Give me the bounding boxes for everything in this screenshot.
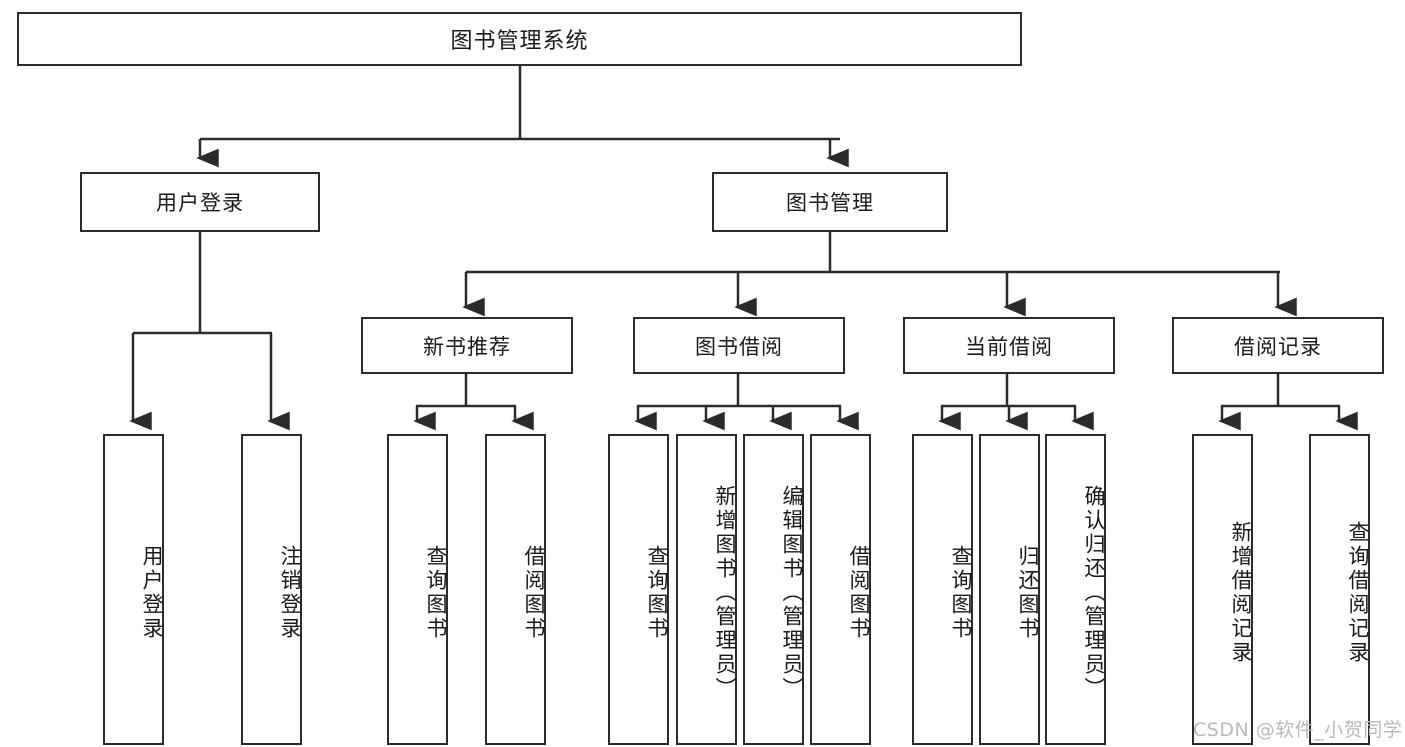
- leaf-user-login-signin[interactable]: 用户登录: [103, 434, 164, 745]
- leaf-user-login-signout[interactable]: 注销登录: [241, 434, 302, 745]
- leaf-borrow-record-add[interactable]: 新增借阅记录: [1192, 434, 1253, 745]
- node-label: 用户登录: [156, 191, 244, 215]
- leaf-current-borrow-return[interactable]: 归还图书: [979, 434, 1040, 745]
- node-label: 新书推荐: [423, 334, 511, 359]
- node-label: 确认归还（管理员）: [1082, 484, 1106, 701]
- watermark-text: CSDN @软件_小贺同学: [1193, 719, 1403, 741]
- node-label: 当前借阅: [965, 334, 1053, 359]
- node-label: 借阅记录: [1234, 334, 1322, 359]
- leaf-current-borrow-query[interactable]: 查询图书: [912, 434, 973, 745]
- node-label: 编辑图书（管理员）: [780, 484, 804, 701]
- node-label: 新增借阅记录: [1229, 520, 1253, 665]
- node-label: 查询图书: [424, 544, 448, 641]
- node-label: 查询图书: [645, 544, 669, 641]
- node-borrow-record[interactable]: 借阅记录: [1172, 317, 1384, 374]
- leaf-book-borrow-edit[interactable]: 编辑图书（管理员）: [743, 434, 804, 745]
- node-label: 注销登录: [278, 544, 302, 641]
- node-label: 图书管理: [786, 191, 874, 215]
- csdn-watermark: CSDN @软件_小贺同学: [1193, 715, 1402, 742]
- leaf-new-book-query[interactable]: 查询图书: [387, 434, 448, 745]
- leaf-current-borrow-confirm-return[interactable]: 确认归还（管理员）: [1045, 434, 1106, 745]
- node-new-book-recommend[interactable]: 新书推荐: [361, 317, 573, 374]
- node-root-book-management-system[interactable]: 图书管理系统: [17, 12, 1022, 66]
- node-book-management[interactable]: 图书管理: [712, 172, 948, 232]
- node-label: 归还图书: [1016, 544, 1040, 641]
- node-user-login[interactable]: 用户登录: [80, 172, 320, 232]
- leaf-book-borrow-lend[interactable]: 借阅图书: [810, 434, 871, 745]
- leaf-borrow-record-query[interactable]: 查询借阅记录: [1309, 434, 1370, 745]
- node-label: 图书管理系统: [450, 29, 589, 54]
- node-label: 借阅图书: [522, 544, 546, 641]
- leaf-new-book-borrow[interactable]: 借阅图书: [485, 434, 546, 745]
- leaf-book-borrow-add[interactable]: 新增图书（管理员）: [676, 434, 737, 745]
- node-label: 图书借阅: [695, 334, 783, 359]
- node-label: 新增图书（管理员）: [713, 484, 737, 701]
- leaf-book-borrow-query[interactable]: 查询图书: [608, 434, 669, 745]
- node-label: 借阅图书: [847, 544, 871, 641]
- node-book-borrow[interactable]: 图书借阅: [633, 317, 845, 374]
- node-label: 查询图书: [949, 544, 973, 641]
- node-current-borrow[interactable]: 当前借阅: [903, 317, 1115, 374]
- node-label: 查询借阅记录: [1346, 520, 1370, 665]
- node-label: 用户登录: [140, 544, 164, 641]
